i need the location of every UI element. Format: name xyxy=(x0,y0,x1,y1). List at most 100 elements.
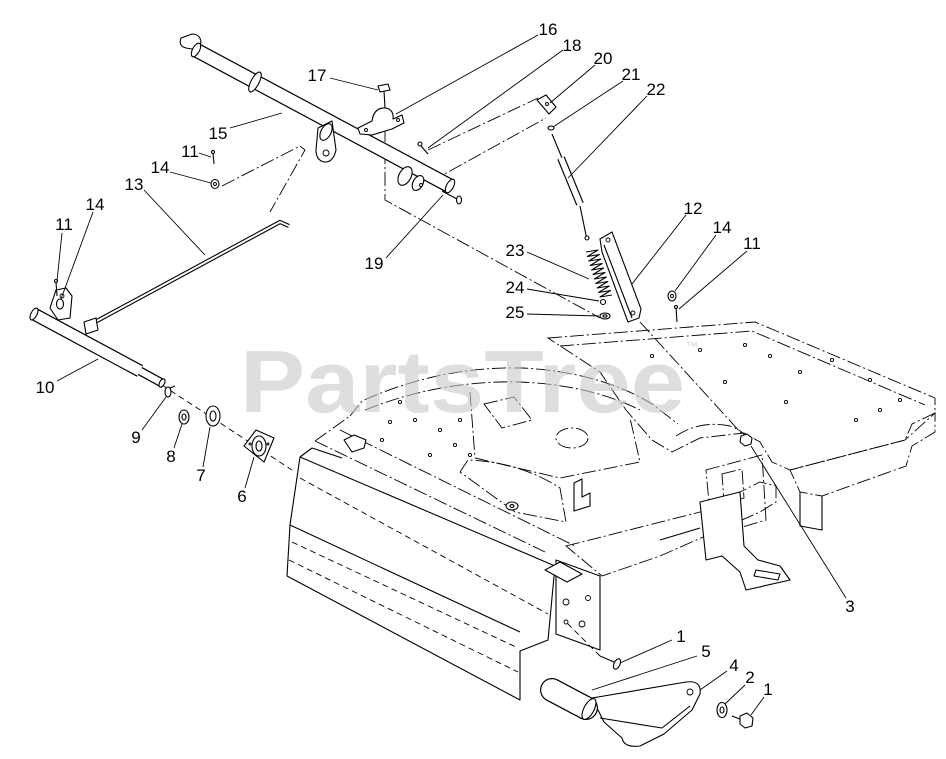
hole xyxy=(867,377,873,383)
frame-bolt-center xyxy=(509,504,515,508)
leader-11-right xyxy=(678,250,748,310)
flange-hole xyxy=(266,442,270,446)
callout-12: 12 xyxy=(684,199,703,218)
clevis-pin-head xyxy=(417,141,423,147)
rod-ring xyxy=(547,125,555,131)
callout-17: 17 xyxy=(308,66,327,85)
pedal-grip-fill xyxy=(541,679,597,719)
frame-tab xyxy=(573,478,591,512)
callout-7: 7 xyxy=(196,466,205,485)
callout-21: 21 xyxy=(622,65,641,84)
link-bar-hole xyxy=(630,310,636,316)
rod-upper xyxy=(551,133,563,159)
mount-bracket-slot xyxy=(753,569,781,581)
hole xyxy=(797,369,803,375)
hex-nut-3 xyxy=(739,433,753,447)
callout-19: 19 xyxy=(365,254,384,273)
rail-end-block xyxy=(799,492,823,531)
leader-20 xyxy=(549,64,596,104)
right-rail-side xyxy=(789,411,936,497)
callout-13: 13 xyxy=(125,175,144,194)
right-link-assembly xyxy=(585,231,679,323)
pedal-lever-edge xyxy=(599,705,691,729)
link-bar-hole xyxy=(605,237,611,243)
front-clip xyxy=(544,561,583,583)
hole xyxy=(829,357,835,363)
shaft-collar xyxy=(397,166,413,186)
lower-shaft-end xyxy=(158,378,166,388)
rod-lower xyxy=(579,205,588,241)
callout-18: 18 xyxy=(563,36,582,55)
front-notch xyxy=(459,459,567,523)
lower-shaft-end xyxy=(29,307,39,321)
pedal-lever-hole xyxy=(686,688,694,696)
leader-19 xyxy=(385,194,444,259)
bolt-left-shank xyxy=(599,655,615,663)
callout-16: 16 xyxy=(539,20,558,39)
cotter-pin-top xyxy=(212,152,215,165)
leader-14-right xyxy=(674,234,717,292)
flat-washer-hole xyxy=(209,410,217,422)
bolt-shank xyxy=(441,190,458,200)
leader-25 xyxy=(526,313,600,317)
bracket-bolt-shank xyxy=(383,90,386,109)
side-plate-hole xyxy=(562,598,570,606)
lever-arm-hole xyxy=(322,149,330,157)
right-top-plate xyxy=(546,321,936,471)
hole xyxy=(783,399,789,405)
right-plate-edge xyxy=(559,330,926,406)
bracket-clamp xyxy=(357,107,405,136)
retaining-clip xyxy=(164,386,172,398)
hole xyxy=(742,342,748,348)
leader-21 xyxy=(552,80,624,128)
bolt-left-head xyxy=(612,658,622,670)
front-panel-step xyxy=(299,447,343,459)
seat-pan-recess xyxy=(469,391,641,479)
watermark-text: PartsTree xyxy=(240,332,685,431)
callout-14-top: 14 xyxy=(151,158,170,177)
callout-5: 5 xyxy=(701,642,710,661)
cotter-pin-left xyxy=(55,281,58,297)
pin-and-bolt xyxy=(417,141,463,205)
assembly-line xyxy=(427,97,539,151)
callout-15: 15 xyxy=(209,124,228,143)
upper-shaft-assembly xyxy=(179,33,456,194)
chassis-frame xyxy=(314,321,936,591)
cotter-pin-right xyxy=(675,307,678,323)
hole xyxy=(437,427,443,433)
cotter-pin-right-head xyxy=(673,304,679,310)
leader-23 xyxy=(526,251,590,280)
nut-hole xyxy=(181,413,187,421)
assembly-line xyxy=(429,117,547,183)
seat-pan-inner-rim xyxy=(364,381,641,411)
callout-11-top: 11 xyxy=(181,142,199,161)
callout-14-left: 14 xyxy=(86,195,105,214)
washer-top-hole xyxy=(213,182,217,186)
rear-plate-window xyxy=(721,468,745,504)
front-plate-slot xyxy=(659,527,701,541)
leader-1-left xyxy=(619,639,673,664)
washer-right-hole xyxy=(670,294,674,298)
axis-line xyxy=(161,384,293,471)
spring-hook xyxy=(599,298,607,306)
hole xyxy=(387,419,393,425)
clevis-pin xyxy=(420,145,429,155)
rod-end-ring xyxy=(584,235,590,241)
leader-1-right xyxy=(750,696,765,716)
retaining-clip-tail xyxy=(169,385,176,389)
shaft-washer xyxy=(248,71,262,93)
side-plate-hole xyxy=(578,620,586,628)
lower-shaft-fill xyxy=(31,309,143,376)
leader-14-top xyxy=(169,171,212,184)
shaft-bracket xyxy=(357,83,405,136)
leader-5 xyxy=(591,655,698,691)
plate-holes xyxy=(649,342,903,423)
leader-24 xyxy=(526,288,600,302)
callout-6: 6 xyxy=(237,487,246,506)
callout-9: 9 xyxy=(131,428,140,447)
callout-1-left: 1 xyxy=(676,627,685,646)
collar-hole xyxy=(419,183,423,187)
seat-pan-rim xyxy=(349,367,679,425)
callout-3: 3 xyxy=(845,597,854,616)
